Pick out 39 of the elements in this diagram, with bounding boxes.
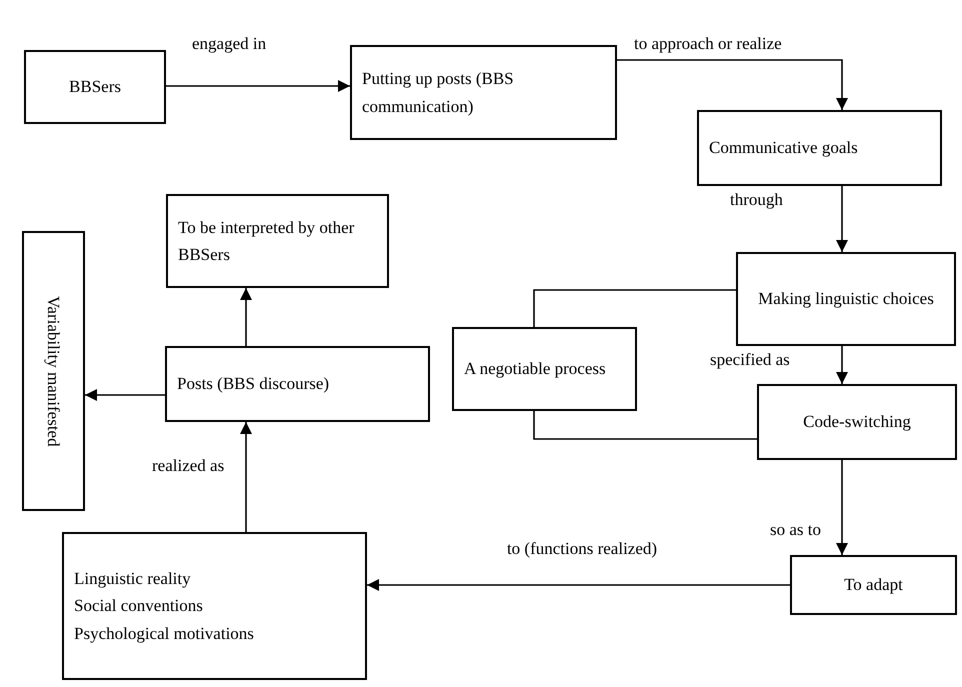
edge-label: to approach or realize: [632, 34, 784, 54]
arrow: [617, 59, 848, 110]
arrow: [166, 80, 350, 92]
process-box: [736, 252, 956, 346]
process-box: [790, 555, 957, 615]
node-text: Linguistic reality: [74, 568, 192, 590]
process-box: [166, 194, 389, 288]
node-text: Communicative goals: [709, 137, 859, 160]
arrow: [240, 288, 252, 346]
arrow: [85, 389, 165, 401]
edge-label: through: [728, 190, 785, 210]
process-box: [165, 346, 430, 422]
arrow: [836, 186, 848, 252]
edge-label: engaged in: [190, 34, 268, 54]
node-text: Putting up posts (BBS communication): [362, 68, 515, 118]
process-box: [62, 532, 367, 680]
edge-label: specified as: [708, 350, 792, 370]
node-text: Social conventions: [74, 595, 204, 618]
arrow: [836, 460, 848, 555]
process-box: [757, 384, 957, 460]
arrow: [836, 346, 848, 384]
connector-line: [533, 289, 736, 327]
process-box: [22, 231, 85, 511]
node-text: A negotiable process: [464, 358, 607, 380]
node-text: Variability manifested: [43, 296, 64, 446]
node-text: Posts (BBS discourse): [177, 373, 330, 396]
process-box: [452, 327, 637, 411]
arrow: [240, 422, 252, 532]
process-box: [24, 50, 166, 124]
node-text: Code-switching: [803, 411, 911, 434]
node-text: Psychological motivations: [74, 622, 255, 645]
connector-line: [533, 411, 757, 440]
arrow: [367, 579, 790, 591]
process-box: [350, 45, 617, 140]
node-text: BBSers: [69, 76, 121, 98]
process-box: [697, 110, 942, 186]
node-text: To be interpreted by other BBSers: [178, 216, 356, 266]
node-text: To adapt: [844, 574, 903, 596]
node-text: Making linguistic choices: [758, 288, 934, 310]
